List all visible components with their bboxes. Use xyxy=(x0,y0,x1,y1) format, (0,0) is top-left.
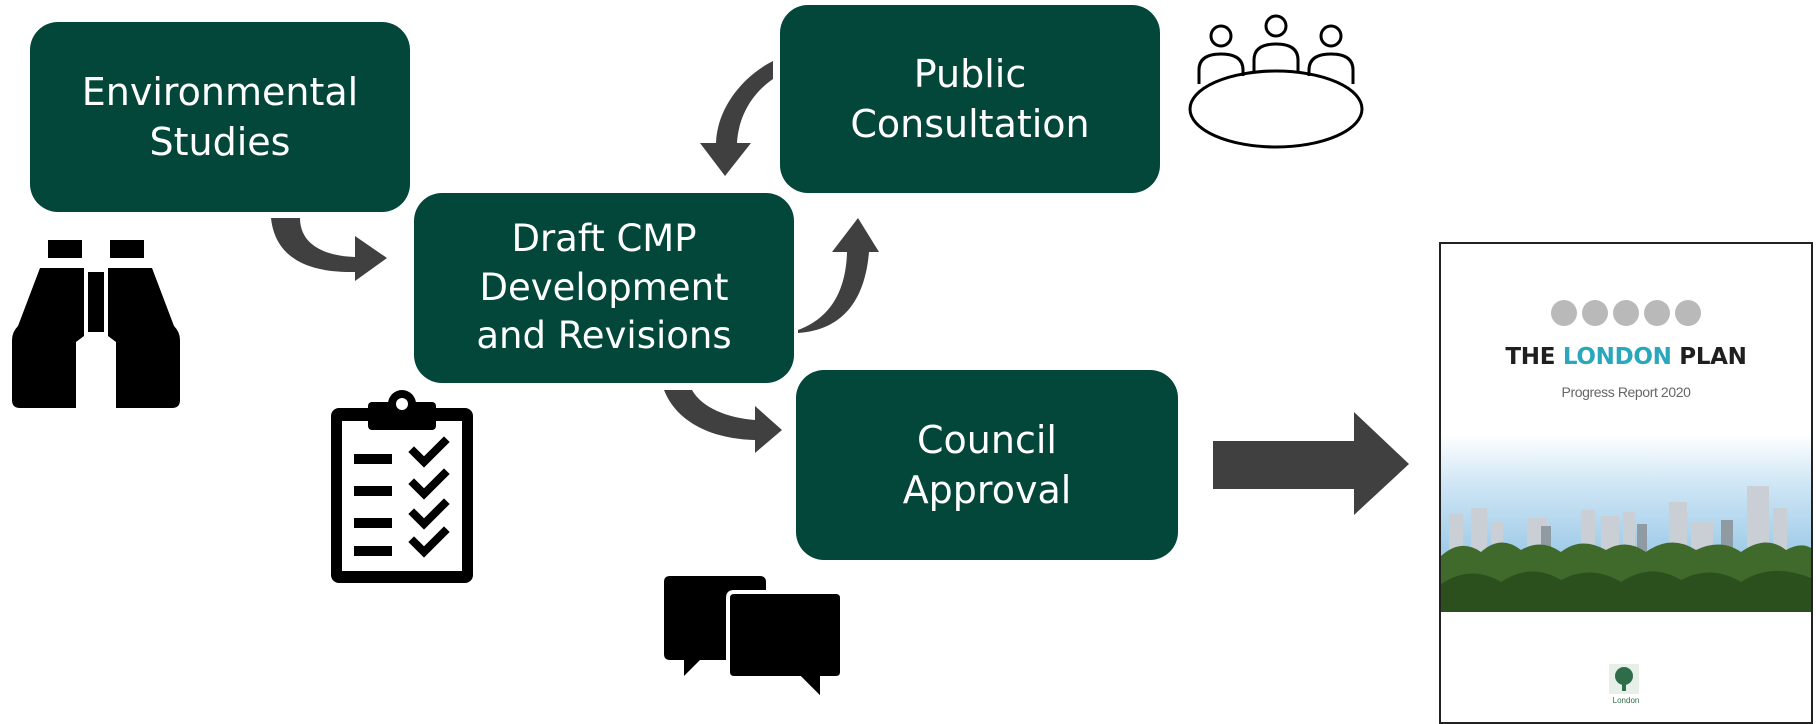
step-text: Studies xyxy=(149,120,291,164)
city-skyline-photo xyxy=(1441,434,1811,634)
arrow-env-to-draft xyxy=(271,218,387,281)
binoculars-icon xyxy=(12,240,180,408)
step-text: Development xyxy=(479,265,729,309)
report-circle-icon xyxy=(1613,300,1639,326)
step-environmental-studies: Environmental Studies xyxy=(30,22,410,212)
report-circle-icon xyxy=(1675,300,1701,326)
step-draft-cmp: Draft CMP Development and Revisions xyxy=(414,193,794,383)
step-text: Draft CMP xyxy=(511,216,697,260)
meeting-table-icon xyxy=(1188,14,1364,149)
london-plan-report-cover: THE LONDON PLAN Progress Report 2020 xyxy=(1439,242,1813,724)
report-logo-text: London xyxy=(1612,696,1640,705)
report-title-highlight: LONDON xyxy=(1562,344,1672,370)
step-text: and Revisions xyxy=(476,314,732,358)
step-text: Public xyxy=(913,51,1027,96)
step-council-approval: Council Approval xyxy=(796,370,1178,560)
report-title-part: THE xyxy=(1505,344,1563,370)
london-tree-logo-icon xyxy=(1609,664,1639,694)
step-text: Council xyxy=(917,417,1057,462)
report-circle-icon xyxy=(1644,300,1670,326)
step-text: Approval xyxy=(902,468,1072,512)
arrow-council-to-report xyxy=(1213,412,1409,515)
step-public-consultation: Public Consultation xyxy=(780,5,1160,193)
report-circle-icon xyxy=(1582,300,1608,326)
arrow-draft-to-council xyxy=(664,390,782,453)
step-text: Consultation xyxy=(850,102,1090,146)
step-text: Environmental xyxy=(81,69,359,114)
clipboard-checklist-icon xyxy=(331,390,473,583)
chat-bubbles-icon xyxy=(664,576,844,705)
report-icon-row xyxy=(1441,300,1811,326)
report-subtitle: Progress Report 2020 xyxy=(1561,384,1691,400)
report-title: THE LONDON PLAN xyxy=(1441,344,1811,370)
arrow-public-to-draft xyxy=(700,61,773,176)
report-circle-icon xyxy=(1551,300,1577,326)
arrow-draft-to-public xyxy=(798,218,879,333)
report-title-part: PLAN xyxy=(1671,344,1747,370)
